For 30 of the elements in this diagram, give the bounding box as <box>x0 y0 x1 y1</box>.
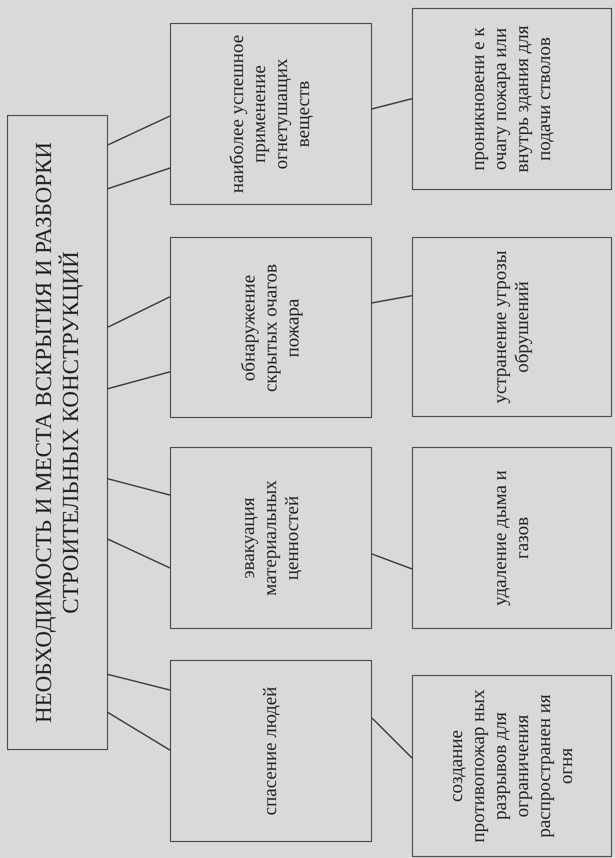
box-text: устранение угрозы обрушений <box>490 249 534 406</box>
box-text: создание противопожар ных разрывов для ограничения распространен ия огня <box>446 688 578 845</box>
connector-line <box>372 718 412 758</box>
connector-line <box>108 478 170 496</box>
connector-line <box>372 98 412 110</box>
connector-line <box>108 296 170 328</box>
diagram-heading: НЕОБХОДИМОСТЬ И МЕСТА ВСКРЫТИЯ И РАЗБОРКИ СТРОИТЕЛЬНЫХ КОНСТРУКЦИЙ <box>31 140 84 726</box>
connector-line <box>108 371 170 390</box>
title-box <box>7 115 108 750</box>
box-text: обнаружение скрытых очагов пожара <box>238 262 304 394</box>
box-text: удаление дыма и газов <box>490 469 534 608</box>
box-text: наиболее успешное применение огнетушащих веществ <box>227 34 315 196</box>
process-box <box>412 675 612 857</box>
connector-line <box>108 167 170 190</box>
connector-line <box>372 295 412 304</box>
process-box <box>170 23 372 205</box>
connector-line <box>372 553 412 570</box>
process-box <box>170 237 372 418</box>
connector-line <box>108 674 170 691</box>
process-box <box>170 447 372 629</box>
process-box <box>170 660 372 842</box>
connector-line <box>108 712 170 751</box>
connector-line <box>108 115 170 146</box>
connector-line <box>108 538 170 569</box>
box-text: эвакуация материальных ценностей <box>238 479 304 598</box>
process-box <box>412 237 612 417</box>
box-text: проникновени е к очагу пожара или внутрь здания для подачи стволов <box>468 24 556 175</box>
process-box <box>412 447 612 629</box>
process-box <box>412 8 612 190</box>
box-text: спасение людей <box>260 686 282 816</box>
